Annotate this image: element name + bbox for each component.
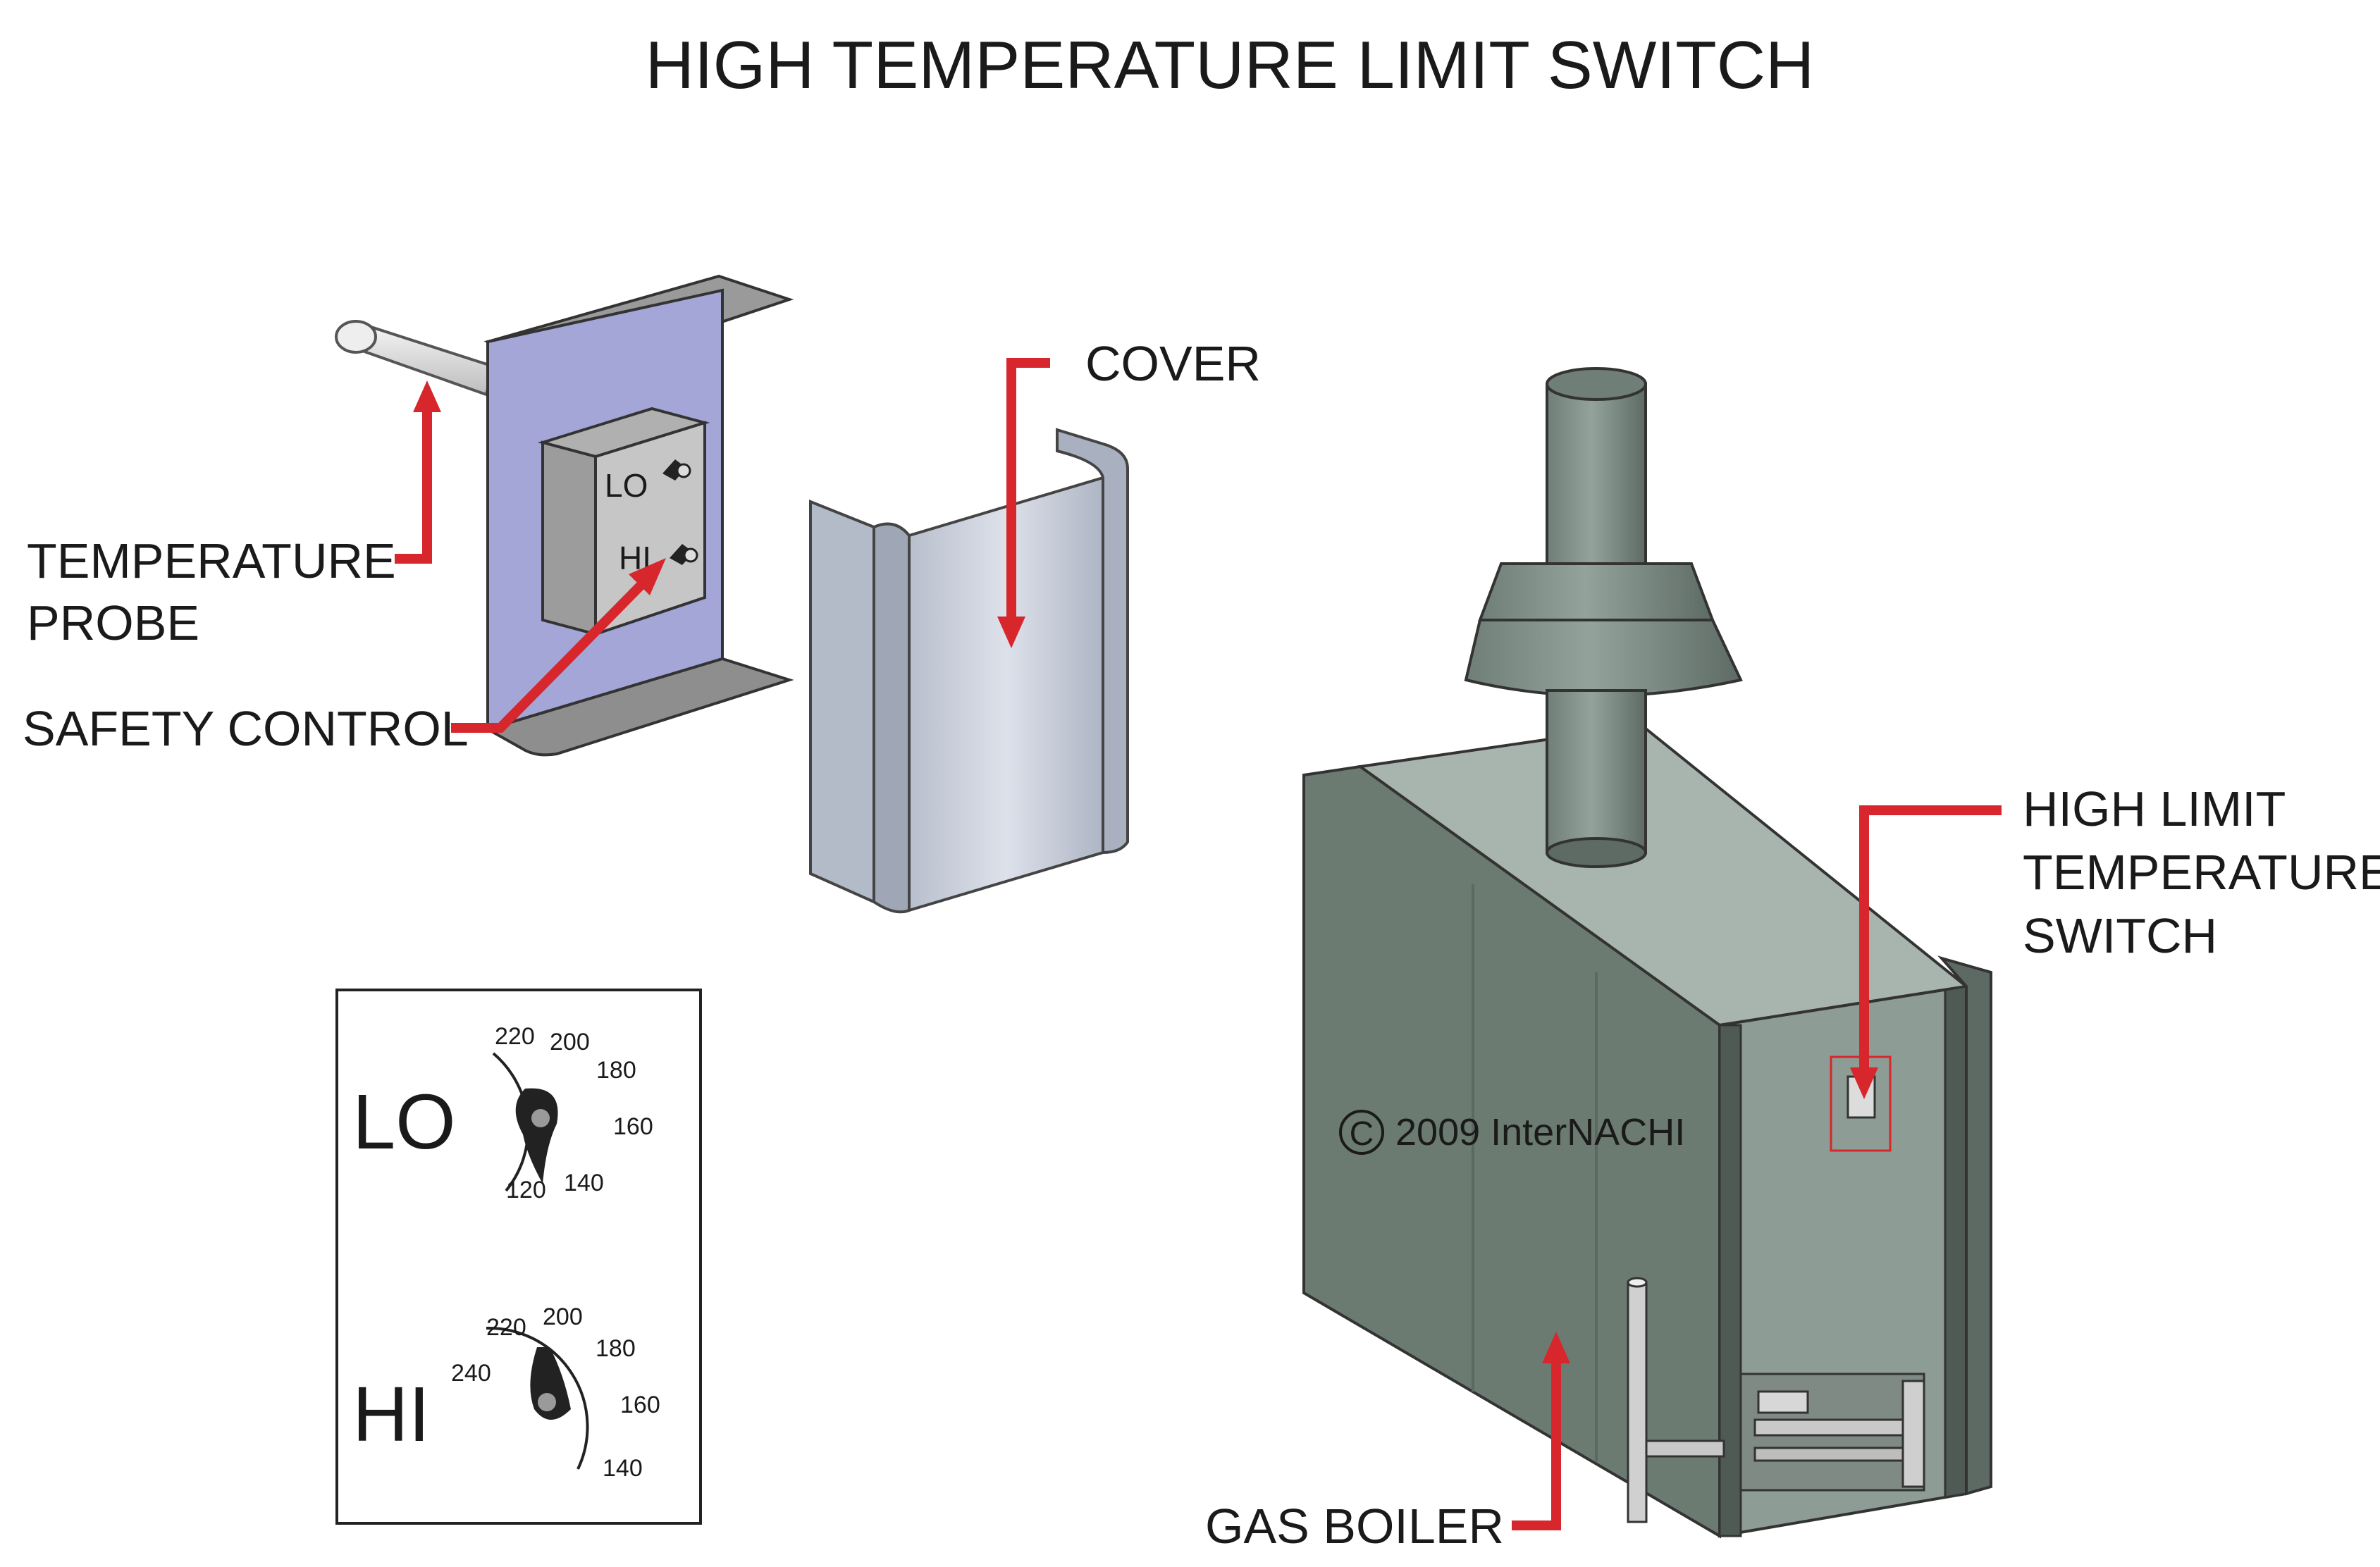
dial-hi-tick: 160 xyxy=(620,1392,660,1418)
dial-lo-tick: 220 xyxy=(495,1023,535,1050)
label-cover: COVER xyxy=(1085,336,1261,391)
dial-hi-tick: 140 xyxy=(603,1455,643,1482)
dial-panel: LO HI 220 200 180 160 140 120 240 220 20… xyxy=(335,989,702,1525)
gas-boiler-arrow xyxy=(1512,1360,1561,1530)
label-high-limit-line3: SWITCH xyxy=(2023,908,2217,963)
dial-lo-label: LO xyxy=(352,1079,456,1165)
dial-hi: 240 220 200 180 160 140 xyxy=(451,1303,660,1482)
burner-assembly xyxy=(1739,1373,1925,1492)
safety-control-arrow xyxy=(451,581,645,733)
dial-lo-tick: 140 xyxy=(564,1170,604,1196)
cover-arrow xyxy=(1006,358,1050,620)
safety-control-assembly: LO HI xyxy=(335,274,794,757)
dial-hi-label: HI xyxy=(352,1371,430,1458)
label-gas-boiler: GAS BOILER xyxy=(1205,1499,1504,1554)
dial-hi-tick: 180 xyxy=(596,1335,636,1362)
callout-arrows xyxy=(395,358,2002,1530)
control-box: LO HI xyxy=(537,407,710,636)
label-temperature-probe-line1: TEMPERATURE xyxy=(27,533,396,588)
bottom-flange xyxy=(483,657,794,757)
label-high-limit-line2: TEMPERATURE xyxy=(2023,845,2380,900)
callout-arrowheads xyxy=(413,380,1878,1363)
temperature-probe-illustration xyxy=(335,320,495,397)
dial-lo-tick: 180 xyxy=(596,1057,636,1084)
dial-hi-tick: 240 xyxy=(451,1360,491,1387)
dial-lo-tick: 160 xyxy=(613,1113,653,1140)
dial-hi-tick: 220 xyxy=(486,1314,526,1341)
dial-panel-frame xyxy=(335,989,702,1525)
copyright-text: 2009 InterNACHI xyxy=(1395,1111,1685,1153)
knob-hi xyxy=(670,544,698,565)
dial-lo: 220 200 180 160 140 120 xyxy=(492,1023,653,1203)
copyright-notice: C 2009 InterNACHI xyxy=(1339,1110,1685,1155)
dial-lo-tick: 200 xyxy=(550,1029,590,1055)
label-safety-control: SAFETY CONTROL xyxy=(23,701,469,756)
copyright-symbol: C xyxy=(1350,1115,1374,1153)
high-limit-arrow xyxy=(1859,805,2002,1071)
label-temperature-probe-line2: PROBE xyxy=(27,595,199,650)
cover-illustration xyxy=(809,428,1129,914)
gas-boiler-illustration: C 2009 InterNACHI xyxy=(1302,367,1992,1539)
label-high-limit-line1: HIGH LIMIT xyxy=(2023,781,2286,836)
dial-hi-tick: 200 xyxy=(543,1303,583,1330)
diagram-title: HIGH TEMPERATURE LIMIT SWITCH xyxy=(646,27,1815,103)
dial-lo-tick: 120 xyxy=(506,1177,546,1203)
knob-lo xyxy=(662,459,691,481)
temperature-probe-arrow xyxy=(395,409,432,564)
flue-and-draft-hood xyxy=(1464,367,1743,868)
knob-lo-label: LO xyxy=(605,467,648,504)
gas-pipe xyxy=(1627,1277,1725,1523)
